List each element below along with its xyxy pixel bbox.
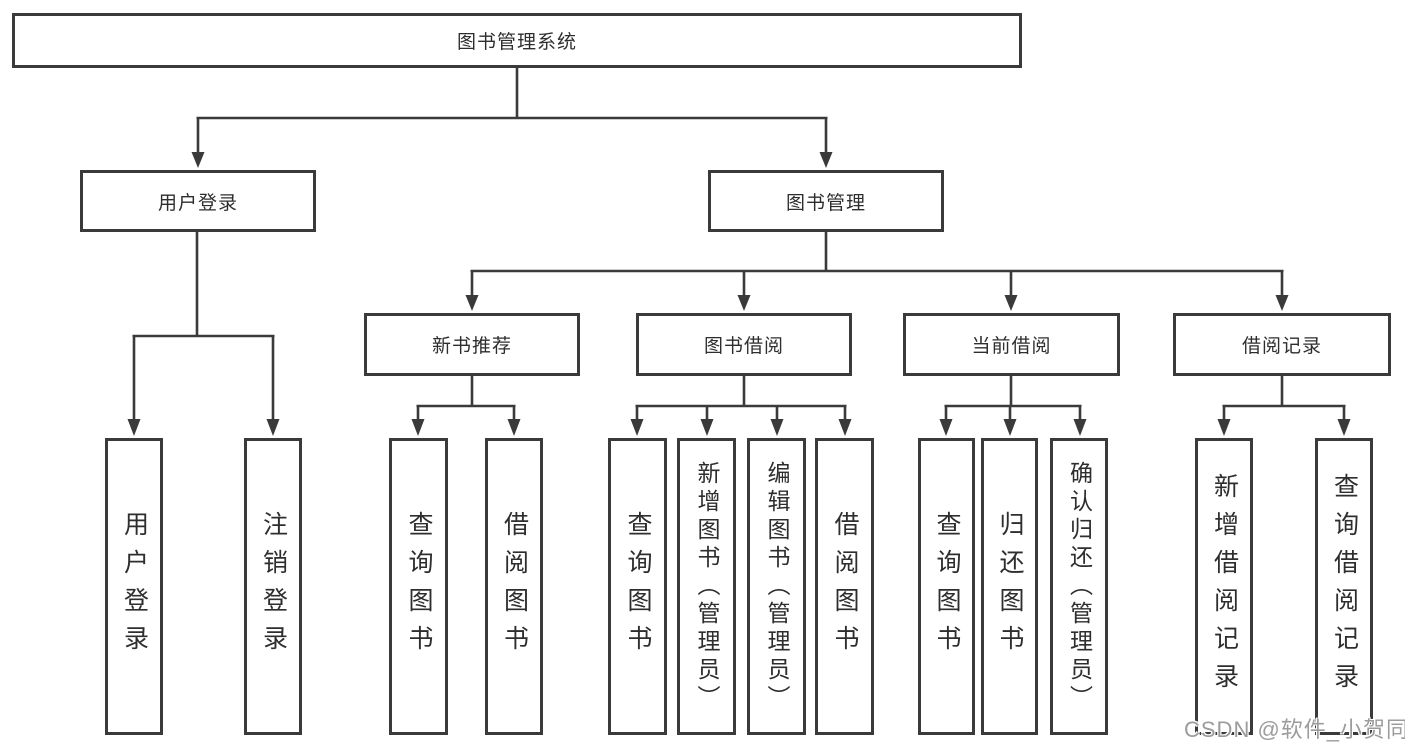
leaf-add-books-admin: 新增图书（管理员）: [677, 438, 736, 735]
leaf-query-books-current-label: 查询图书: [933, 510, 961, 663]
leaf-return-books: 归还图书: [981, 438, 1038, 735]
leaf-user-login-label: 用户登录: [120, 510, 149, 663]
leaf-borrow-books-recommend: 借阅图书: [485, 438, 543, 735]
leaf-confirm-return-admin-label: 确认归还（管理员）: [1066, 460, 1093, 713]
node-user-login: 用户登录: [80, 170, 316, 232]
leaf-edit-books-admin: 编辑图书（管理员）: [747, 438, 806, 735]
node-user-login-label: 用户登录: [157, 192, 238, 214]
leaf-user-login: 用户登录: [105, 438, 163, 735]
leaf-add-borrow-record: 新增借阅记录: [1195, 438, 1253, 735]
leaf-confirm-return-admin: 确认归还（管理员）: [1050, 438, 1108, 735]
node-borrow-records: 借阅记录: [1173, 313, 1391, 376]
leaf-query-books-recommend: 查询图书: [389, 438, 448, 735]
node-library-system: 图书管理系统: [12, 13, 1022, 68]
node-new-book-recommend: 新书推荐: [364, 313, 580, 376]
node-borrow-records-label: 借阅记录: [1241, 336, 1322, 357]
node-library-system-label: 图书管理系统: [456, 32, 577, 53]
leaf-query-borrow-record-label: 查询借阅记录: [1330, 472, 1359, 701]
leaf-logout-label: 注销登录: [259, 510, 288, 663]
leaf-borrow-books-recommend-label: 借阅图书: [500, 510, 529, 663]
node-current-borrow-label: 当前借阅: [971, 336, 1052, 357]
leaf-query-borrow-record: 查询借阅记录: [1315, 438, 1373, 735]
node-book-management: 图书管理: [708, 170, 944, 232]
node-book-borrow: 图书借阅: [636, 313, 852, 376]
leaf-query-books-borrow: 查询图书: [608, 438, 667, 735]
node-book-borrow-label: 图书借阅: [703, 336, 784, 357]
leaf-query-books-recommend-label: 查询图书: [405, 510, 433, 663]
leaf-borrow-books: 借阅图书: [815, 438, 874, 735]
node-current-borrow: 当前借阅: [903, 313, 1120, 376]
leaf-borrow-books-label: 借阅图书: [831, 510, 859, 663]
node-book-management-label: 图书管理: [785, 192, 866, 214]
leaf-query-books-current: 查询图书: [918, 438, 975, 735]
leaf-add-borrow-record-label: 新增借阅记录: [1210, 472, 1239, 701]
leaf-logout: 注销登录: [244, 438, 302, 735]
leaf-edit-books-admin-label: 编辑图书（管理员）: [764, 460, 790, 713]
leaf-add-books-admin-label: 新增图书（管理员）: [694, 460, 720, 713]
leaf-return-books-label: 归还图书: [996, 510, 1024, 663]
leaf-query-books-borrow-label: 查询图书: [624, 510, 652, 663]
node-new-book-recommend-label: 新书推荐: [431, 336, 512, 357]
csdn-watermark: CSDN @软件_小贺同学: [1184, 717, 1405, 742]
